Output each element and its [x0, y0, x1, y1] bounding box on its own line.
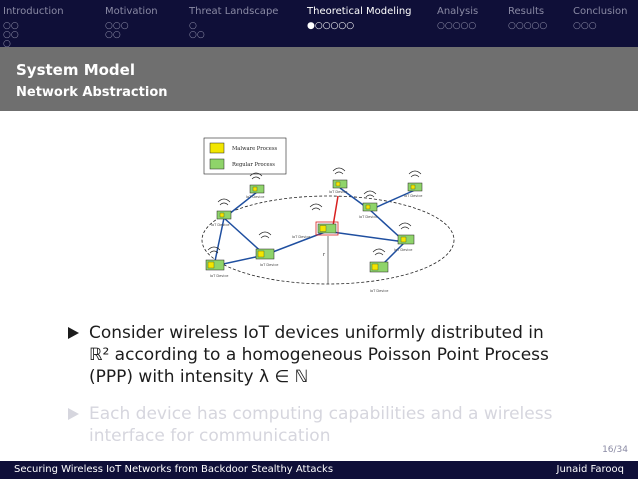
iot-device: IoT Device	[211, 210, 232, 227]
footer-title: Securing Wireless IoT Networks from Back…	[14, 464, 334, 475]
nav-dots-motivation[interactable]: ○○○ ○○	[105, 21, 129, 40]
iot-device: IoT Device	[205, 259, 228, 278]
nav-dots-theoretical-modeling[interactable]: ●○○○○○	[307, 21, 355, 31]
iot-device: IoT Device	[359, 202, 377, 219]
nav-dots-threat-landscape[interactable]: ○ ○○	[189, 21, 205, 40]
section-navigation: Introduction ○○ ○○ ○ Motivation ○○○ ○○ T…	[0, 0, 638, 49]
svg-text:IoT Device: IoT Device	[211, 223, 229, 227]
svg-text:IoT Device: IoT Device	[292, 235, 310, 239]
svg-text:IoT Device: IoT Device	[404, 194, 422, 198]
legend-malware-label: Malware Process	[232, 146, 278, 152]
iot-device: IoT Device	[255, 248, 278, 267]
iot-device: IoT Device	[329, 179, 347, 194]
radius-label: r	[323, 252, 326, 258]
svg-text:IoT Device: IoT Device	[370, 289, 388, 293]
title-band	[0, 47, 638, 111]
iot-device: IoT Device	[394, 234, 415, 252]
nav-section-conclusion[interactable]: Conclusion	[573, 6, 628, 17]
bullet-marker	[68, 327, 79, 339]
legend: Malware Process Regular Process	[203, 137, 287, 175]
svg-text:IoT Device: IoT Device	[359, 215, 377, 219]
svg-text:IoT Device: IoT Device	[260, 263, 278, 267]
slide-title: System Model	[16, 61, 135, 79]
nav-section-threat-landscape[interactable]: Threat Landscape	[189, 6, 279, 17]
iot-device: IoT Device	[404, 182, 422, 198]
svg-text:IoT Device: IoT Device	[329, 190, 347, 194]
iot-device-infected: IoT Device	[292, 221, 339, 239]
nav-section-motivation[interactable]: Motivation	[105, 6, 158, 17]
bullet-text: Consider wireless IoT devices uniformly …	[89, 323, 549, 387]
page-number: 16/34	[602, 445, 628, 455]
nav-dots-conclusion[interactable]: ○○○	[573, 21, 597, 31]
slide-subtitle: Network Abstraction	[16, 85, 168, 100]
bullet-text: Each device has computing capabilities a…	[89, 404, 553, 446]
nav-section-results[interactable]: Results	[508, 6, 545, 17]
bullet-marker	[68, 408, 79, 420]
footer-bar	[0, 461, 638, 479]
network-diagram: r Malware Process Regular Process IoT De…	[201, 137, 455, 293]
legend-regular-label: Regular Process	[232, 162, 275, 168]
nav-section-theoretical-modeling[interactable]: Theoretical Modeling	[307, 6, 412, 17]
svg-text:IoT Device: IoT Device	[394, 248, 412, 252]
network-links	[213, 187, 416, 268]
footer-author: Junaid Farooq	[556, 464, 625, 475]
iot-device: IoT Device	[369, 261, 388, 293]
nav-section-introduction[interactable]: Introduction	[3, 6, 64, 17]
nav-dots-introduction[interactable]: ○○ ○○ ○	[3, 21, 19, 49]
nav-dots-analysis[interactable]: ○○○○○	[437, 21, 477, 31]
wifi-icon	[207, 167, 422, 256]
svg-text:IoT Device: IoT Device	[210, 274, 228, 278]
nav-dots-results[interactable]: ○○○○○	[508, 21, 548, 31]
svg-text:IoT Device: IoT Device	[246, 195, 264, 199]
iot-device: IoT Device	[246, 184, 264, 199]
nav-section-analysis[interactable]: Analysis	[437, 6, 479, 17]
